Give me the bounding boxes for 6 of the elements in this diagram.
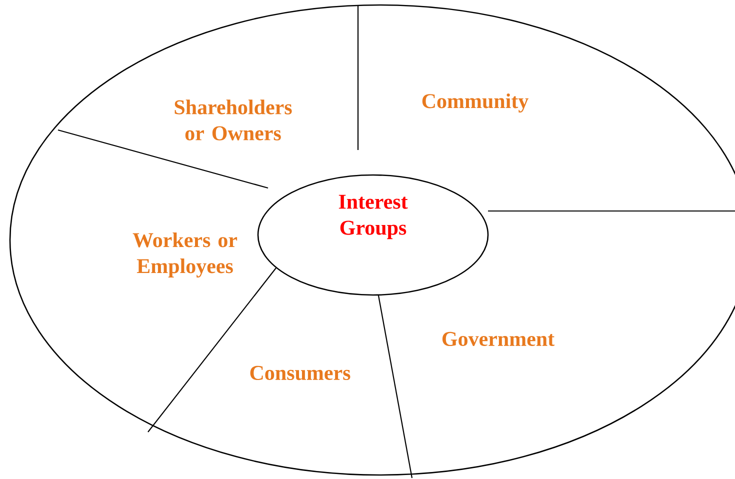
segment-label: Workers or Employees <box>132 232 238 278</box>
segment-label: Government <box>442 332 554 346</box>
segment-label: Consumers <box>250 366 350 380</box>
center-label: Interest Groups <box>338 194 408 240</box>
segment-label: Community <box>422 93 528 113</box>
segment-label: Shareholders or Owners <box>174 100 292 140</box>
